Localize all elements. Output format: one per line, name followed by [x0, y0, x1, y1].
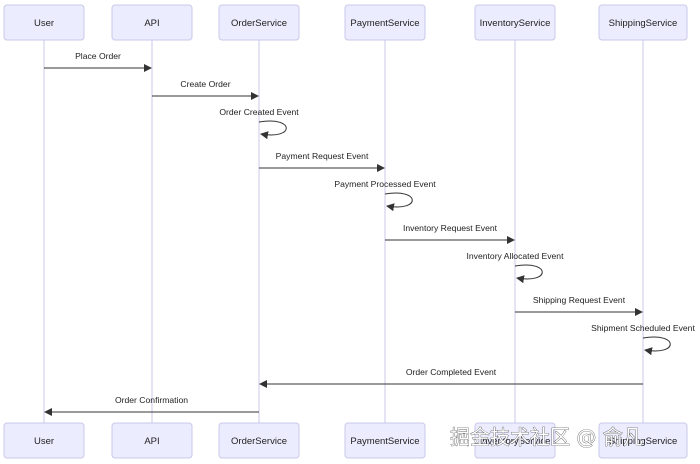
actor-label: InventoryService: [480, 18, 551, 29]
actor-top-user: User: [3, 4, 85, 41]
message-label: Order Created Event: [219, 107, 299, 117]
actor-box: [3, 4, 85, 41]
actor-box: [111, 4, 193, 41]
self-message-arrow: [384, 192, 413, 212]
message-5: Payment Processed Event: [334, 179, 436, 212]
actors-bottom: User API OrderService PaymentService Invento…: [3, 422, 688, 459]
actor-box: [598, 4, 688, 41]
actor-top-payment: PaymentService: [344, 4, 426, 41]
message-label: Order Confirmation: [115, 395, 188, 405]
message-10: Order Completed Event: [259, 367, 643, 388]
actor-label: ShippingService: [609, 18, 678, 29]
actor-top-shipping: ShippingService: [598, 4, 688, 41]
actor-label: InventoryService: [480, 436, 551, 447]
actor-top-inventory: InventoryService: [474, 4, 556, 41]
actors-top: User API OrderService PaymentService Invento…: [3, 4, 688, 41]
message-label: Payment Request Event: [276, 151, 369, 161]
actor-box: [474, 422, 556, 459]
actor-box: [474, 4, 556, 41]
message-4: Payment Request Event: [259, 151, 385, 172]
actor-label: PaymentService: [350, 18, 419, 29]
actor-label: OrderService: [231, 18, 287, 29]
actor-bottom-api: API: [111, 422, 193, 459]
actor-label: API: [144, 436, 159, 447]
message-11: Order Confirmation: [44, 395, 259, 416]
actor-bottom-order: OrderService: [218, 422, 300, 459]
message-6: Inventory Request Event: [385, 223, 515, 244]
message-label: Order Completed Event: [406, 367, 497, 377]
self-message-arrow: [642, 336, 671, 356]
actor-top-order: OrderService: [218, 4, 300, 41]
watermark: 掘金技术社区 @ 俞凡: [450, 425, 643, 449]
message-label: Shipping Request Event: [533, 295, 626, 305]
message-label: Shipment Scheduled Event: [591, 323, 695, 333]
message-label: Place Order: [75, 51, 121, 61]
actor-box: [598, 422, 688, 459]
message-label: Payment Processed Event: [334, 179, 436, 189]
actor-box: [344, 4, 426, 41]
message-1: Place Order: [44, 51, 152, 72]
message-7: Inventory Allocated Event: [467, 251, 565, 284]
actor-label: User: [34, 18, 54, 29]
actor-bottom-user: User: [3, 422, 85, 459]
actor-box: [344, 422, 426, 459]
actor-bottom-payment: PaymentService: [344, 422, 426, 459]
actor-box: [111, 422, 193, 459]
message-label: Inventory Request Event: [403, 223, 498, 233]
actor-label: PaymentService: [350, 436, 419, 447]
actor-bottom-shipping: ShippingService: [598, 422, 688, 459]
actor-box: [218, 4, 300, 41]
actor-label: User: [34, 436, 54, 447]
actor-box: [218, 422, 300, 459]
message-2: Create Order: [152, 79, 259, 100]
actor-label: OrderService: [231, 436, 287, 447]
lifelines: [43, 40, 644, 423]
actor-label: ShippingService: [609, 436, 678, 447]
message-label: Inventory Allocated Event: [467, 251, 565, 261]
message-9: Shipment Scheduled Event: [591, 323, 695, 356]
actor-box: [3, 422, 85, 459]
message-label: Create Order: [180, 79, 230, 89]
actor-bottom-inventory: InventoryService: [474, 422, 556, 459]
actor-top-api: API: [111, 4, 193, 41]
self-message-arrow: [258, 120, 287, 140]
actor-label: API: [144, 18, 159, 29]
message-8: Shipping Request Event: [515, 295, 643, 316]
self-message-arrow: [514, 264, 543, 284]
message-3: Order Created Event: [219, 107, 299, 140]
